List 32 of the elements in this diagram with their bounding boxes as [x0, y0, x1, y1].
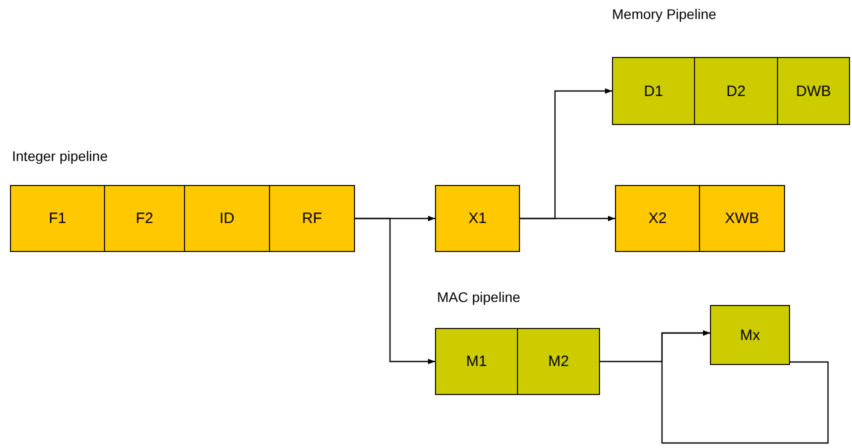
arrow — [661, 330, 829, 444]
stage-box — [270, 185, 355, 252]
stage-box — [105, 185, 185, 252]
stage-box — [778, 57, 850, 125]
stage-label: X1 — [468, 210, 487, 227]
stage-label: Mx — [740, 326, 760, 344]
stage-label: RF — [302, 210, 322, 227]
stage-label: M1 — [466, 353, 487, 370]
stage-label: DWB — [796, 82, 831, 100]
stage-box — [615, 185, 700, 252]
stage-box — [10, 185, 105, 252]
stage-box — [435, 185, 520, 252]
stage-box — [695, 57, 778, 125]
stage-label: ID — [220, 210, 234, 227]
stage-label: F1 — [48, 210, 66, 227]
pipeline-title: Memory Pipeline — [612, 6, 716, 22]
stage-box — [185, 185, 270, 252]
stage-label: X2 — [648, 210, 667, 227]
pipeline-title: MAC pipeline — [437, 289, 520, 305]
stage-label: D1 — [644, 82, 664, 100]
stage-box — [435, 328, 518, 395]
arrow — [355, 218, 435, 364]
stage-label: XWB — [724, 210, 760, 227]
stage-box — [710, 305, 790, 365]
arrow — [520, 88, 612, 220]
stage-label: D2 — [726, 82, 746, 100]
pipeline-title: Integer pipeline — [12, 148, 108, 164]
stage-label: M2 — [548, 353, 569, 370]
stage-box — [518, 328, 600, 395]
stage-label: F2 — [136, 210, 154, 227]
stage-box — [700, 185, 785, 252]
stage-box — [612, 57, 695, 125]
